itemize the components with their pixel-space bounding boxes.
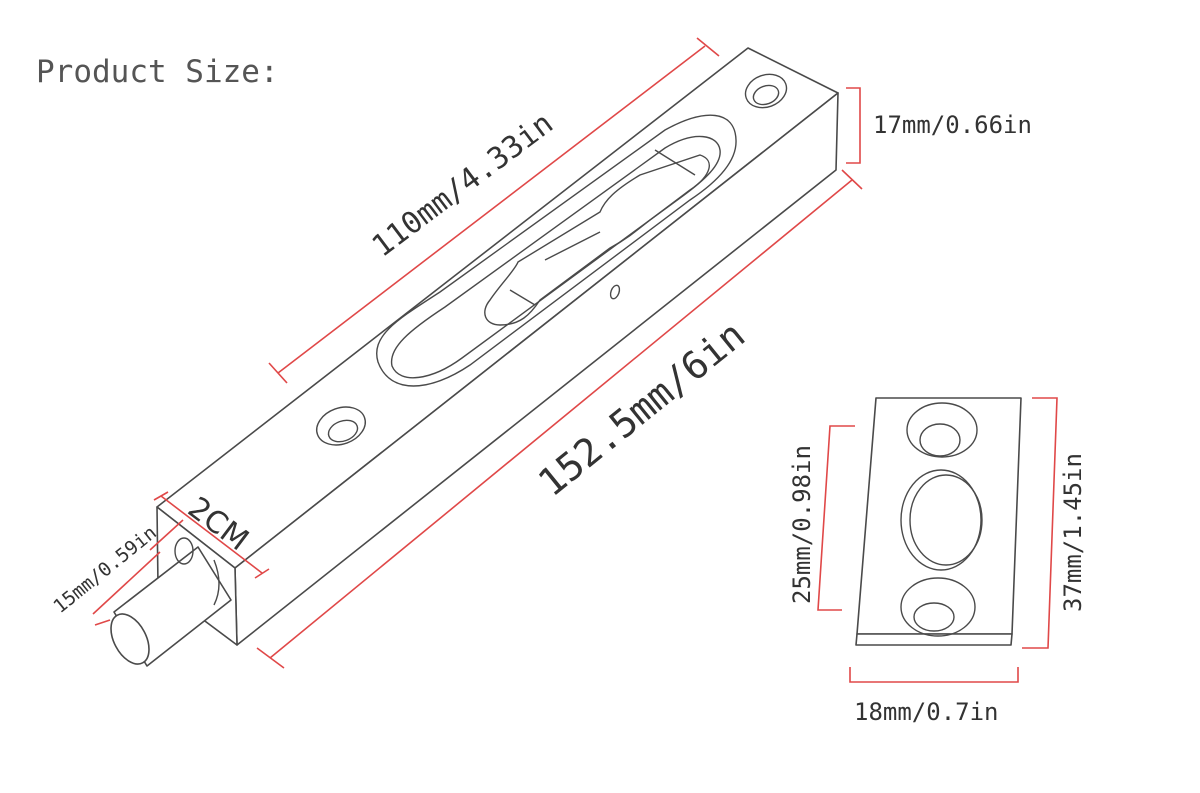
strike-plate-face <box>856 397 1022 635</box>
dimension-plate-width <box>849 667 1019 683</box>
strike-plate <box>855 397 1022 646</box>
bolt-pin <box>110 537 232 667</box>
bolt-slot <box>376 114 737 387</box>
bolt-top-face <box>156 47 839 569</box>
dimension-pin <box>92 519 184 626</box>
bolt-screw-hole-rear <box>744 73 788 109</box>
dimension-slot-length <box>268 37 720 384</box>
label-height: 17mm/0.66in <box>873 111 1032 139</box>
strike-plate-hole-bottom <box>900 577 976 637</box>
label-plate-width: 18mm/0.7in <box>854 698 999 726</box>
bolt-body <box>110 47 839 667</box>
dimension-total-length <box>256 169 863 669</box>
dimension-plate-height <box>1022 397 1058 649</box>
strike-plate-edge <box>855 633 1013 646</box>
diagram-title: Product Size: <box>36 54 279 90</box>
dimension-width <box>153 491 270 579</box>
strike-plate-hole-center <box>900 469 983 571</box>
label-plate-hole-spacing: 25mm/0.98in <box>788 445 816 604</box>
dimension-plate-hole-spacing <box>817 425 855 611</box>
strike-plate-hole-top <box>906 402 978 458</box>
bolt-screw-hole-front <box>316 406 366 446</box>
label-plate-height: 37mm/1.45in <box>1059 453 1087 612</box>
bolt-small-hole <box>609 284 621 300</box>
dimension-height <box>846 87 861 164</box>
